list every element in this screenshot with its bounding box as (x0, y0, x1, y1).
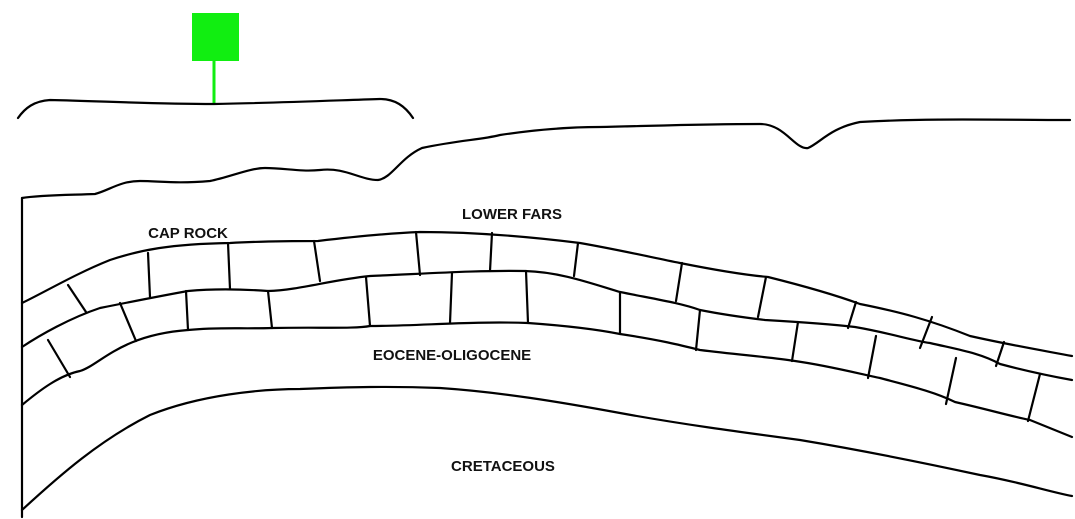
brick-joint (758, 277, 766, 317)
brick-joint (490, 233, 492, 271)
brick-joint (366, 277, 370, 326)
rig-marker-box (192, 13, 239, 61)
brick-joint (1028, 374, 1040, 421)
brick-joint (228, 243, 230, 289)
brick-joint (526, 271, 528, 323)
limestone-band-brick-joints (48, 271, 1040, 421)
brick-joint (186, 291, 188, 330)
brick-joint (314, 241, 320, 281)
brick-joint (696, 310, 700, 350)
label-lower-fars: LOWER FARS (462, 206, 562, 223)
label-eocene-oligocene: EOCENE-OLIGOCENE (373, 347, 531, 364)
brick-joint (676, 263, 682, 301)
brick-joint (268, 291, 272, 328)
brick-joint (416, 232, 420, 275)
brick-joint (450, 273, 452, 323)
cap-rock-brick-joints (68, 232, 1004, 366)
drilling-rig-marker (192, 13, 239, 104)
brick-joint (868, 336, 876, 378)
cretaceous-top-boundary (22, 387, 1072, 510)
brick-joint (120, 303, 136, 341)
cap-rock-top-boundary (22, 232, 1072, 356)
brick-joint (996, 342, 1004, 366)
brick-joint (148, 253, 150, 297)
brick-joint (68, 285, 86, 312)
ground-surface-lower (22, 120, 1070, 199)
brick-joint (48, 340, 70, 377)
brick-joint (848, 302, 856, 328)
brick-joint (946, 358, 956, 404)
brick-joint (792, 322, 798, 361)
label-cap-rock: CAP ROCK (148, 225, 228, 242)
label-cretaceous: CRETACEOUS (451, 458, 555, 475)
brick-joint (574, 243, 578, 276)
